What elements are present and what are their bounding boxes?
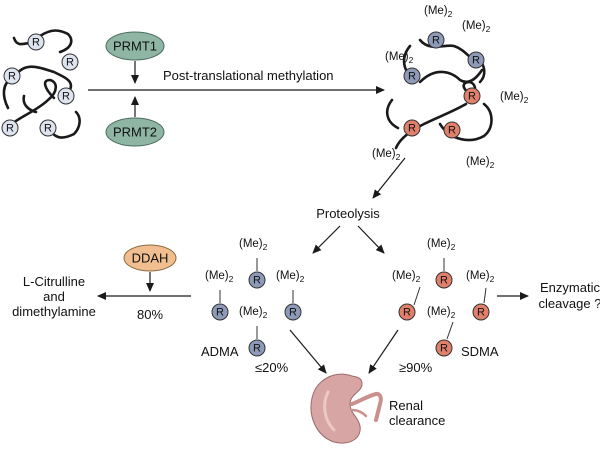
residue-letter: R xyxy=(408,71,416,83)
residue-letter: R xyxy=(253,275,261,287)
methyl-group-label: (Me)2 xyxy=(462,20,491,34)
sdma-cluster: R R R R (Me)2 (Me)2 (Me)2 (Me)2 xyxy=(392,238,495,357)
ddah-label: DDAH xyxy=(132,251,169,266)
residue-sdma: R xyxy=(463,87,481,105)
residue-unmethylated: R xyxy=(27,33,45,51)
unmethylated-residues: R R R R R R xyxy=(1,33,79,137)
residue-letter: R xyxy=(477,307,485,319)
prmt2-label: PRMT2 xyxy=(113,125,157,140)
residue-adma: R xyxy=(403,67,421,85)
residue-unmethylated: R xyxy=(39,119,57,137)
residue-letter: R xyxy=(440,275,448,287)
methyl-group-label: (Me)2 xyxy=(466,156,495,170)
adma-label: ADMA xyxy=(201,344,239,359)
adma-renal-arrow xyxy=(289,329,327,374)
bond-line xyxy=(483,287,487,304)
residue-unmethylated: R xyxy=(61,53,79,71)
methyl-group-label: (Me)2 xyxy=(239,306,268,320)
pct-le20-label: ≤20% xyxy=(255,360,289,375)
residue-letter: R xyxy=(62,91,70,103)
residue-adma: R xyxy=(248,271,266,289)
prmt1-label: PRMT1 xyxy=(113,39,157,54)
residue-letter: R xyxy=(432,35,440,47)
residue-adma: R xyxy=(284,303,302,321)
residue-letter: R xyxy=(66,57,74,69)
sdma-label: SDMA xyxy=(461,344,499,359)
methyl-group-label: (Me)2 xyxy=(427,306,456,320)
methyl-group-label: (Me)2 xyxy=(424,5,453,19)
to-proteolysis-arrow xyxy=(372,157,406,199)
proteolysis-to-adma-arrow xyxy=(312,225,341,254)
residue-letter: R xyxy=(403,307,411,319)
residue-letter: R xyxy=(440,343,448,355)
bond-line xyxy=(413,286,421,306)
methyl-group-label: (Me)2 xyxy=(205,270,234,284)
citrulline-line3: dimethylamine xyxy=(12,304,96,319)
residue-letter: R xyxy=(468,91,476,103)
enzymatic-line1: Enzymatic xyxy=(540,280,600,295)
residue-letter: R xyxy=(44,123,52,135)
methyl-group-label: (Me)2 xyxy=(392,270,421,284)
residue-letter: R xyxy=(216,307,224,319)
citrulline-line2: and xyxy=(43,289,65,304)
methyl-group-label: (Me)2 xyxy=(372,148,401,162)
renal-line1: Renal xyxy=(389,398,423,413)
residue-sdma: R xyxy=(435,271,453,289)
pct-80-label: 80% xyxy=(137,307,163,322)
residue-sdma: R xyxy=(472,303,490,321)
residue-sdma: R xyxy=(403,119,421,137)
residue-letter: R xyxy=(8,71,16,83)
methyl-group-label: (Me)2 xyxy=(239,238,268,252)
kidney-icon xyxy=(310,373,383,444)
methyl-group-label: (Me)2 xyxy=(466,270,495,284)
residue-adma: R xyxy=(248,339,266,357)
enzymatic-line2: cleavage ? xyxy=(539,296,600,311)
residue-adma: R xyxy=(467,51,485,69)
renal-line2: clearance xyxy=(389,413,445,428)
prmt2-enzyme: PRMT2 xyxy=(105,117,165,147)
residue-sdma: R xyxy=(443,121,461,139)
ddah-enzyme: DDAH xyxy=(123,244,177,272)
proteolysis-label: Proteolysis xyxy=(316,206,380,221)
residue-letter: R xyxy=(408,123,416,135)
residue-unmethylated: R xyxy=(1,119,19,137)
residue-letter: R xyxy=(253,343,261,355)
residue-letter: R xyxy=(6,123,14,135)
residue-unmethylated: R xyxy=(57,87,75,105)
residue-unmethylated: R xyxy=(3,67,21,85)
methyl-group-label: (Me)2 xyxy=(500,91,529,105)
sdma-renal-arrow xyxy=(368,329,399,374)
residue-adma: R xyxy=(427,31,445,49)
pct-ge90-label: ≥90% xyxy=(399,360,433,375)
adma-cluster: R R R R (Me)2 (Me)2 (Me)2 (Me)2 xyxy=(205,238,305,357)
residue-sdma: R xyxy=(398,303,416,321)
residue-letter: R xyxy=(32,37,40,49)
methyl-group-label: (Me)2 xyxy=(385,51,414,65)
proteolysis-to-sdma-arrow xyxy=(357,225,385,254)
residue-letter: R xyxy=(289,307,297,319)
methyl-group-label: (Me)2 xyxy=(276,270,305,284)
citrulline-line1: L-Citrulline xyxy=(23,274,85,289)
residue-sdma: R xyxy=(435,339,453,357)
residue-letter: R xyxy=(448,125,456,137)
prmt1-enzyme: PRMT1 xyxy=(105,31,165,61)
residue-letter: R xyxy=(472,55,480,67)
methylation-label: Post-translational methylation xyxy=(163,68,334,83)
residue-adma: R xyxy=(211,303,229,321)
methyl-group-label: (Me)2 xyxy=(427,238,456,252)
methylated-residues: R R R R R R (Me)2 (Me)2 (Me)2 (Me)2 (Me)2 (Me)2 xyxy=(372,5,529,170)
bond-line xyxy=(446,321,454,340)
